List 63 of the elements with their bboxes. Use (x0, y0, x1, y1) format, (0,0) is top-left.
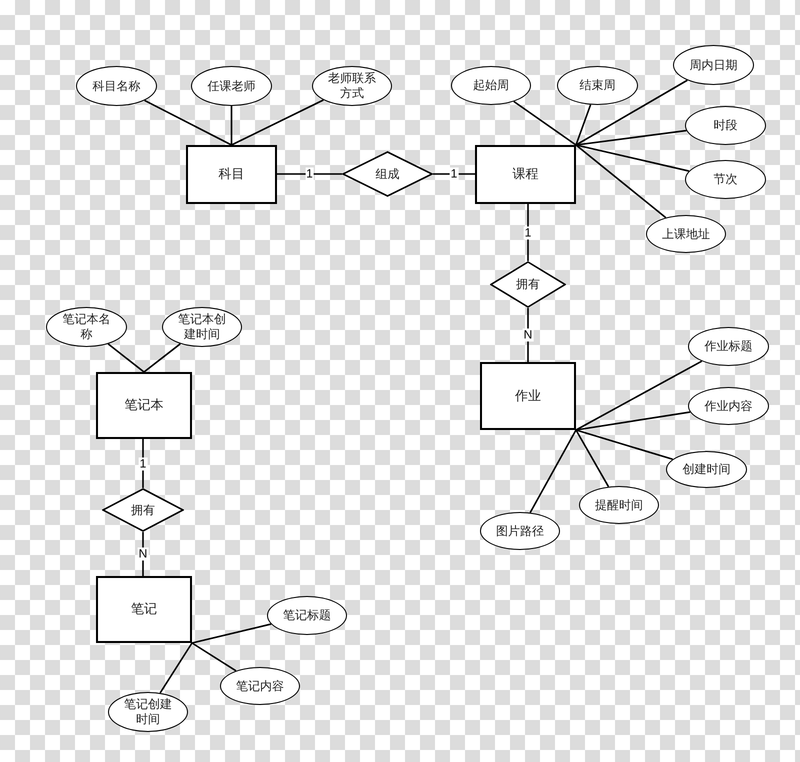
relationship-diamond (490, 261, 566, 308)
relationship-diamond (342, 151, 433, 197)
connector-line (575, 430, 610, 488)
entity-box (186, 145, 277, 204)
attribute-name: 科目名称 (92, 78, 140, 94)
connector-line (513, 100, 576, 146)
attribute-name: 周内日期 (690, 58, 738, 72)
connector-line (142, 532, 144, 576)
attribute-name: 笔记本名称 (62, 312, 112, 342)
attribute-name: 任课老师 (208, 78, 256, 94)
cardinality-label: N (522, 328, 534, 342)
cardinality-label: 1 (138, 457, 148, 470)
cardinality-label: 1 (524, 226, 532, 239)
entity-box (475, 145, 576, 204)
connector-line (108, 343, 144, 373)
cardinality-label: 1 (450, 168, 458, 180)
attribute-name: 笔记内容 (236, 678, 284, 694)
entity-name: 笔记本 (124, 398, 164, 413)
attribute-name: 节次 (714, 172, 738, 187)
connector-line (192, 642, 236, 672)
entity-name: 课程 (512, 167, 538, 182)
relationship-name: 拥有 (516, 277, 540, 292)
cardinality-label: N (138, 548, 148, 560)
attribute-name: 笔记本创建时间 (177, 312, 227, 342)
connector-line (576, 411, 690, 431)
entity-name: 作业 (515, 388, 541, 404)
connector-line (576, 144, 690, 172)
attribute-name: 作业内容 (704, 398, 752, 414)
entity-box (96, 576, 192, 643)
connector-line (576, 144, 666, 218)
connector-line (527, 308, 529, 362)
attribute-name: 提醒时间 (595, 498, 643, 512)
attribute-name: 起始周 (473, 78, 509, 93)
attribute-name: 创建时间 (682, 462, 730, 477)
entity-name: 笔记 (131, 602, 157, 617)
attribute-name: 老师联系方式 (327, 71, 377, 101)
attribute-name: 结束周 (580, 78, 616, 93)
relationship-name: 拥有 (131, 502, 155, 518)
connector-line (576, 360, 702, 431)
connector-line (159, 642, 193, 694)
relationship-name: 组成 (376, 166, 400, 182)
attribute-name: 笔记标题 (283, 608, 331, 623)
connector-line (277, 173, 342, 175)
connector-line (144, 100, 232, 146)
attribute-name: 上课地址 (662, 226, 710, 242)
entity-box (96, 372, 192, 439)
connector-line (192, 623, 272, 644)
connector-line (231, 99, 324, 146)
connector-line (575, 104, 592, 146)
connector-line (576, 80, 688, 146)
connector-line (576, 130, 687, 146)
attribute-name: 作业标题 (704, 339, 752, 354)
connector-line (433, 173, 475, 175)
attribute-name: 图片路径 (496, 524, 544, 538)
entity-box (480, 362, 576, 430)
entity-name: 科目 (218, 167, 244, 182)
connector-line (230, 106, 232, 145)
connector-line (144, 343, 181, 373)
connector-line (529, 430, 577, 514)
connector-line (576, 429, 673, 460)
relationship-diamond (102, 488, 184, 532)
attribute-name: 时段 (714, 118, 738, 133)
attribute-name: 笔记创建时间 (123, 697, 173, 727)
